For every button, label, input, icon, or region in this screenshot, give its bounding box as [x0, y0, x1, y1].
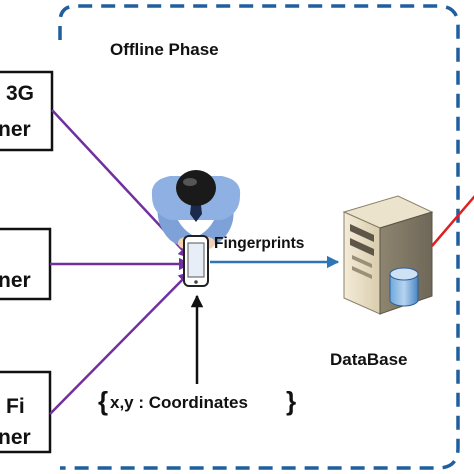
- source-box-1-line2: ner: [0, 118, 31, 141]
- user-with-smartphone-icon: [151, 170, 241, 249]
- source-box-3-line2: ner: [0, 426, 31, 449]
- panel-title: Offline Phase: [110, 40, 219, 59]
- database-outgoing-link: [431, 195, 474, 247]
- coordinates-brace-close: }: [286, 386, 296, 416]
- fingerprints-label: Fingerprints: [214, 235, 304, 252]
- coordinates-label: x,y : Coordinates: [110, 393, 248, 412]
- source-box-1-line1: 3G: [6, 82, 34, 105]
- source-box-1: 3G ner: [0, 70, 54, 152]
- offline-phase-panel: [58, 4, 460, 470]
- server-database-icon: [342, 195, 434, 315]
- source-box-3: Fi ner: [0, 370, 52, 454]
- source-box-2-line2: ner: [0, 269, 31, 292]
- source-box-2: ner: [0, 227, 52, 301]
- coordinates-brace-open: {: [98, 386, 108, 416]
- arrow-source-3-to-phone: [49, 271, 191, 415]
- source-box-3-line1: Fi: [6, 395, 25, 418]
- database-label: DataBase: [330, 350, 408, 369]
- smartphone-icon: [183, 235, 209, 287]
